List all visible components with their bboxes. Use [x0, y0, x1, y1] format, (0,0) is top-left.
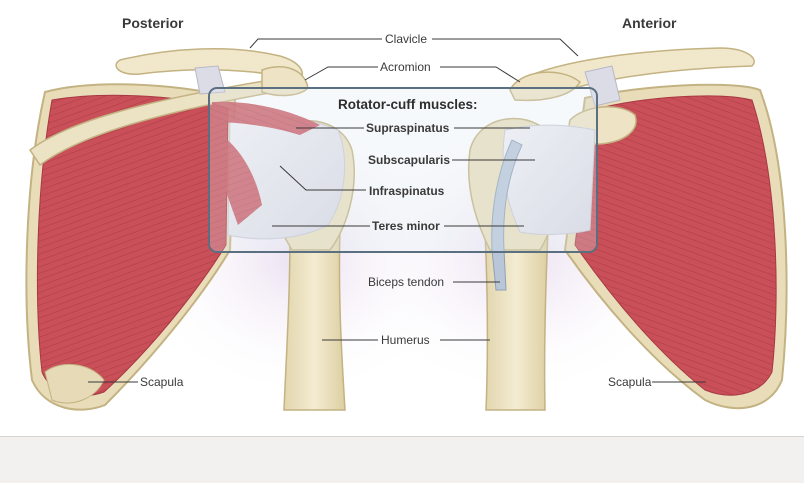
anterior-acromion-bone [509, 71, 581, 102]
posterior-view-title: Posterior [122, 15, 184, 31]
bottom-strip [0, 436, 804, 483]
infraspinatus-leader [279, 165, 366, 191]
scapula-right-label: Scapula [608, 375, 652, 389]
clavicle-leader-left [249, 38, 382, 49]
posterior-scapula-angle [44, 363, 105, 404]
rotator-cuff-title: Rotator-cuff muscles: [338, 97, 478, 112]
anterior-ligament [584, 65, 621, 107]
anterior-scapula-muscle [574, 95, 777, 396]
rotator-cuff-box [208, 87, 598, 253]
posterior-scapula-muscle [36, 94, 229, 397]
posterior-infraspinatus-muscle [212, 130, 262, 225]
clavicle-label: Clavicle [385, 32, 427, 46]
biceps-tendon-label: Biceps tendon [368, 275, 444, 289]
subscapularis-label: Subscapularis [368, 153, 450, 167]
supraspinatus-label: Supraspinatus [366, 121, 450, 135]
infraspinatus-label: Infraspinatus [369, 184, 445, 198]
acromion-label: Acromion [380, 60, 431, 74]
posterior-humerus-bone [283, 229, 346, 411]
clavicle-leader-right [432, 38, 579, 57]
humerus-label: Humerus [381, 333, 430, 347]
acromion-leader-right [440, 66, 521, 83]
anterior-view-title: Anterior [622, 15, 677, 31]
scapula-left-label: Scapula [140, 375, 184, 389]
teres-minor-label: Teres minor [372, 219, 440, 233]
acromion-leader-left [304, 66, 378, 81]
posterior-supraspinatus-muscle [212, 101, 320, 135]
